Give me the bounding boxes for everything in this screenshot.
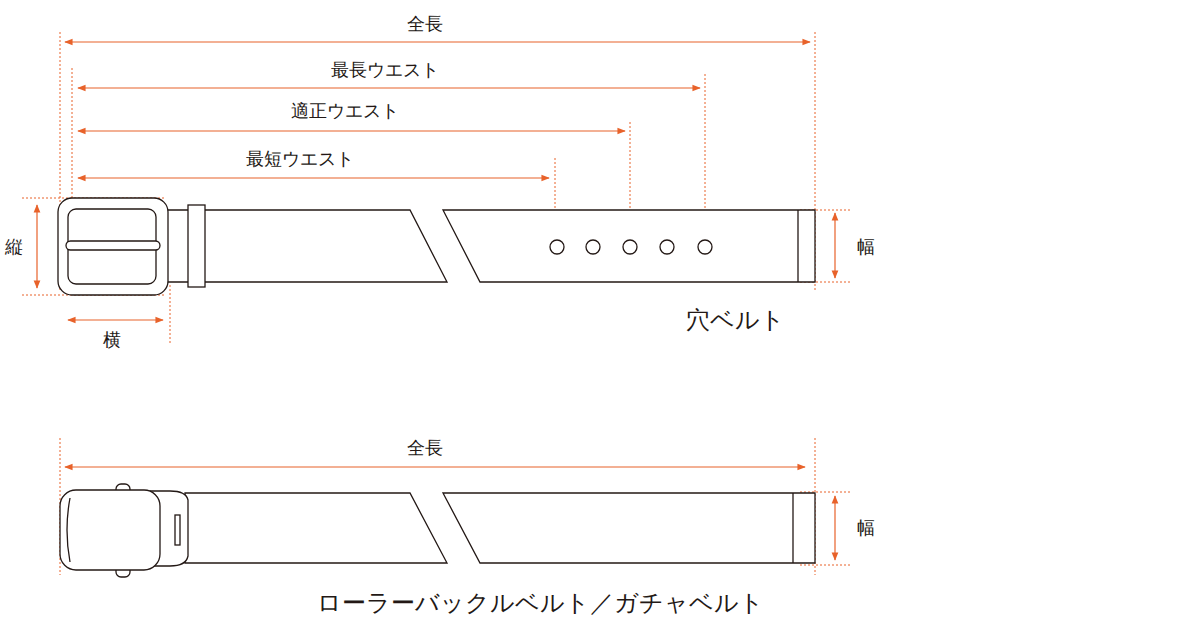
dimension-label: 幅 xyxy=(854,236,878,258)
dimension-label: 適正ウエスト xyxy=(288,100,402,122)
dimension-arrows xyxy=(37,42,835,560)
dimension-label: 全長 xyxy=(404,13,446,35)
pin-belt xyxy=(58,198,815,295)
dimension-label: 最長ウエスト xyxy=(328,59,442,81)
dimension-label: 幅 xyxy=(854,517,878,539)
dimension-label: 最短ウエスト xyxy=(243,148,357,170)
dimension-label: 横 xyxy=(100,329,124,351)
dimension-label: 縦 xyxy=(2,236,26,258)
extension-lines xyxy=(22,32,852,575)
roller-buckle-belt xyxy=(60,484,815,577)
belt-type-label: 穴ベルト xyxy=(683,306,788,335)
belt-type-label: ローラーバックルベルト／ガチャベルト xyxy=(314,589,767,618)
dimension-label: 全長 xyxy=(404,437,446,459)
